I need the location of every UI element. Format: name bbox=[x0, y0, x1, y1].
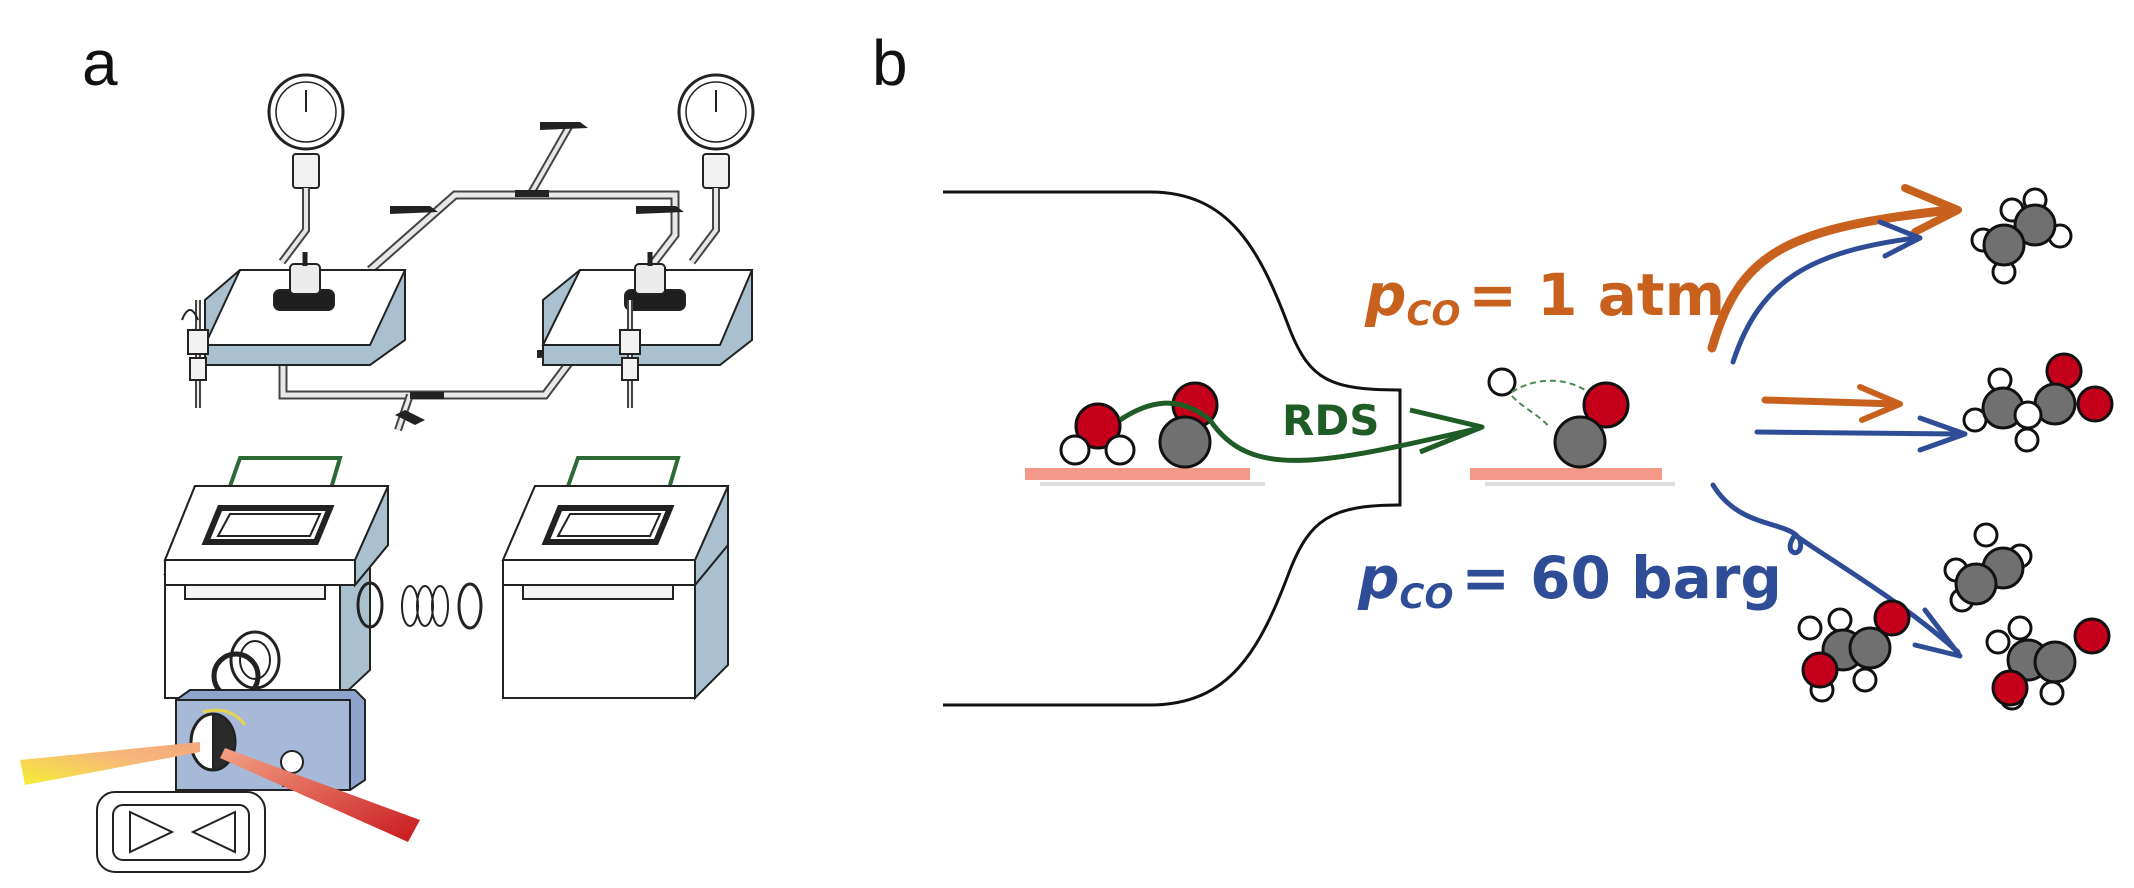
cell-mount bbox=[175, 689, 366, 791]
rds-arrowhead bbox=[1409, 407, 1485, 455]
blue-arrowhead-top bbox=[1877, 219, 1923, 259]
blue-arrow-bottom bbox=[1710, 482, 1961, 655]
low-pressure-subscript: CO bbox=[1407, 294, 1461, 334]
apparatus-illustration bbox=[20, 73, 755, 873]
intermediate-state-molecule bbox=[1487, 367, 1630, 469]
high-pressure-subscript: CO bbox=[1400, 577, 1454, 617]
product-acid-middle bbox=[1962, 352, 2114, 453]
product-ethane-bottom bbox=[1943, 522, 2033, 613]
low-pressure-label: pCO= 1 atm bbox=[1364, 261, 1725, 334]
needle-valve-right bbox=[619, 300, 641, 408]
panel-label-b: b bbox=[872, 27, 908, 99]
panel-label-a: a bbox=[82, 27, 118, 99]
reaction-cell-right bbox=[501, 485, 730, 701]
orange-arrowhead-middle bbox=[1857, 384, 1903, 423]
needle-valve-left bbox=[181, 300, 209, 408]
cell-side-rings bbox=[356, 581, 483, 630]
intermediate-state-surface bbox=[1470, 468, 1675, 486]
initial-state-surface bbox=[1025, 468, 1265, 486]
orange-arrow-top bbox=[1707, 205, 1955, 353]
optical-window-holder bbox=[96, 791, 266, 873]
initial-state-molecule bbox=[1059, 381, 1219, 469]
rds-label: RDS bbox=[1282, 396, 1379, 445]
blue-arrow-middle bbox=[1754, 429, 1963, 437]
low-pressure-p: p bbox=[1364, 261, 1407, 329]
rds-arrow bbox=[1118, 400, 1481, 463]
pressure-gauge-right bbox=[677, 73, 755, 265]
low-pressure-value: = 1 atm bbox=[1468, 261, 1725, 329]
product-arrows bbox=[1707, 184, 1968, 659]
ir-source-beam bbox=[20, 742, 200, 785]
orange-arrowhead-top bbox=[1901, 184, 1962, 236]
gas-manifold-plate-left bbox=[181, 252, 407, 408]
ir-detector-beam bbox=[220, 748, 420, 842]
pressure-gauge-left bbox=[267, 73, 345, 265]
orange-arrow-middle bbox=[1761, 396, 1902, 408]
high-pressure-label: pCO= 60 barg bbox=[1357, 544, 1782, 617]
blue-arrow-top bbox=[1730, 235, 1918, 365]
product-ethane-top bbox=[1970, 187, 2073, 285]
product-alcohol-bottom-left bbox=[1797, 599, 1911, 703]
hydrogen-migration-arrows bbox=[1511, 379, 1586, 429]
reaction-scheme: RDS pCO= 1 atm pCO= 60 barg bbox=[943, 184, 2114, 711]
high-pressure-p: p bbox=[1357, 544, 1400, 612]
product-alcohol-bottom-right bbox=[1985, 615, 2111, 711]
high-pressure-value: = 60 barg bbox=[1461, 544, 1781, 612]
gas-manifold-plate-right bbox=[541, 252, 754, 408]
blue-arrowhead-bottom bbox=[1912, 607, 1963, 659]
blue-arrowhead-middle bbox=[1917, 415, 1968, 453]
reaction-cell-left bbox=[163, 485, 483, 701]
